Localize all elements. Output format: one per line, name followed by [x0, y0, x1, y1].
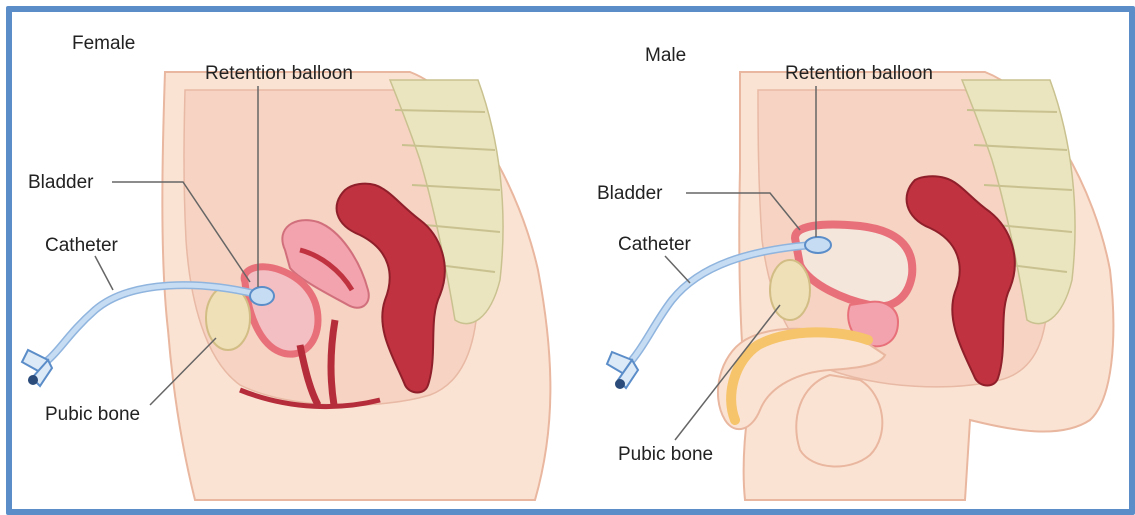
male-retention-balloon [805, 237, 831, 253]
male-label-catheter: Catheter [618, 234, 692, 255]
male-label-bladder: Bladder [597, 183, 663, 204]
female-panel: Female Retention balloon Bladder Cathete… [22, 33, 550, 500]
female-label-catheter: Catheter [45, 235, 119, 256]
female-label-bladder: Bladder [28, 172, 94, 193]
female-label-pubic-bone: Pubic bone [45, 404, 140, 425]
male-panel: Male Retention balloon Bladder Catheter … [597, 45, 1113, 500]
male-scrotum [796, 375, 882, 466]
male-title: Male [645, 45, 686, 66]
male-label-pubic-bone: Pubic bone [618, 444, 713, 465]
female-retention-balloon [250, 287, 274, 305]
female-title: Female [72, 33, 135, 54]
male-label-retention-balloon: Retention balloon [785, 63, 933, 84]
female-label-retention-balloon: Retention balloon [205, 63, 353, 84]
